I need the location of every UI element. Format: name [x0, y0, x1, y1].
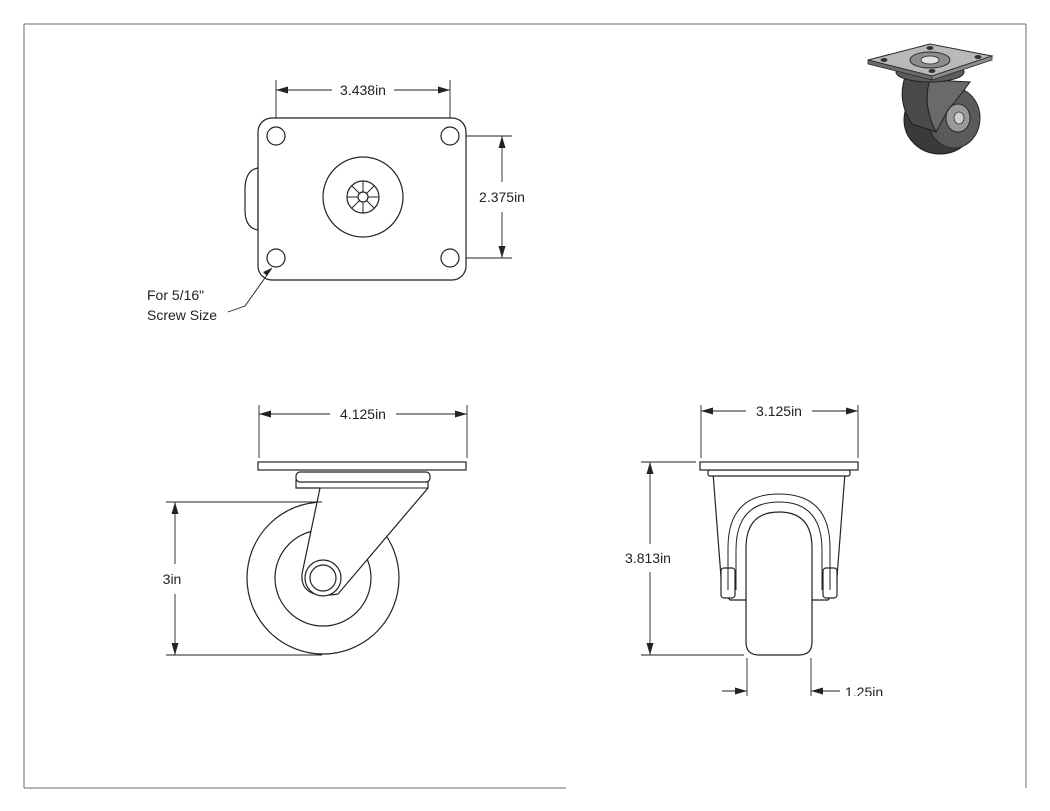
- dim-label-overall-height: 3.813in: [625, 550, 671, 566]
- dim-label-overall-width-side: 4.125in: [340, 406, 386, 422]
- screw-note-line2: Screw Size: [147, 307, 217, 323]
- mount-hole: [266, 248, 286, 268]
- dim-wheel-width: 1.25in: [700, 658, 900, 726]
- dim-label-wheel-diameter: 3in: [163, 571, 182, 587]
- dim-label-hole-spacing: 2.375in: [479, 189, 525, 205]
- dim-overall-width-front: 3.125in: [700, 403, 859, 458]
- front-view: 3.125in 3.813in 1.25in: [625, 403, 900, 726]
- mount-hole: [266, 126, 286, 146]
- wheel-front: [745, 511, 813, 656]
- mounting-plate-front: [699, 461, 859, 471]
- dim-overall-height: 3.813in: [625, 461, 744, 656]
- sheet-frame: [23, 23, 1027, 789]
- top-view: 3.438in 2.375in For 5/16" Screw Size: [147, 80, 525, 323]
- caster-isometric-render: [867, 43, 994, 155]
- dim-wheel-diameter: 3in: [163, 501, 322, 656]
- screw-note: For 5/16" Screw Size: [147, 267, 273, 323]
- dim-plate-width: 3.438in: [275, 80, 451, 118]
- mounting-plate-side: [257, 461, 467, 471]
- dim-label-plate-width: 3.438in: [340, 82, 386, 98]
- dim-label-overall-width-front: 3.125in: [756, 403, 802, 419]
- mount-hole: [440, 126, 460, 146]
- side-view: 4.125in 3in: [163, 405, 468, 656]
- mount-hole: [440, 248, 460, 268]
- dim-overall-width-side: 4.125in: [258, 405, 468, 458]
- screw-note-line1: For 5/16": [147, 287, 204, 303]
- dim-hole-spacing: 2.375in: [466, 135, 525, 259]
